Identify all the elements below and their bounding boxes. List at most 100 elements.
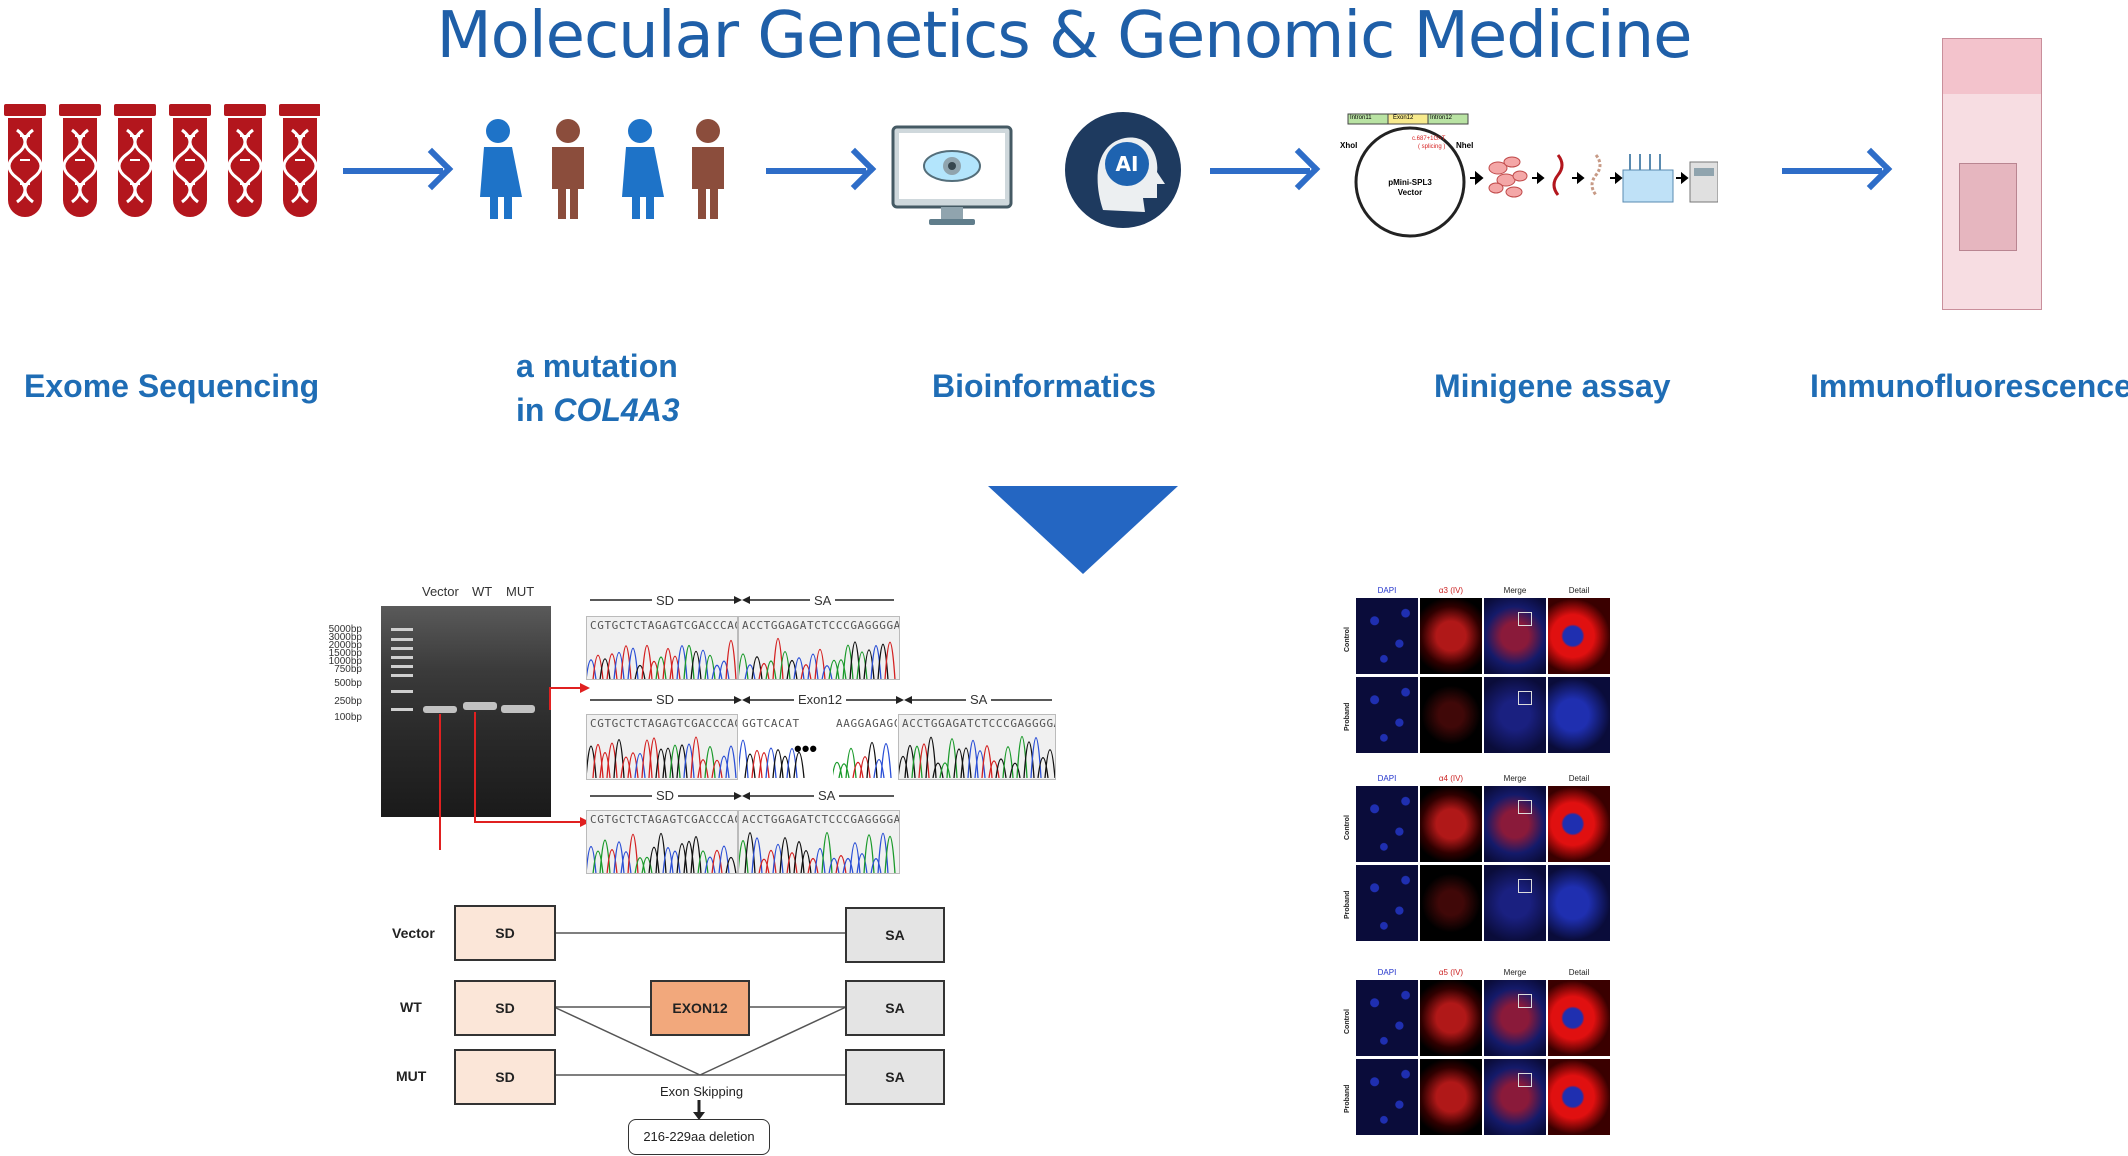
trace-peak (772, 749, 784, 779)
splice-row-label: WT (400, 999, 422, 1015)
trace-svg (739, 739, 805, 779)
trace-peak (599, 752, 611, 779)
step-label-minigene: Minigene assay (1434, 368, 1671, 404)
chromatogram: GGTCACAT (738, 714, 810, 780)
if-column-header: DAPI (1377, 774, 1397, 783)
sequence-text: AAGGAGAGCGG (836, 717, 897, 730)
trace-peak (718, 845, 730, 873)
step-label-bioinformatics: Bioinformatics (932, 368, 1157, 404)
trace-peak (974, 750, 986, 779)
if-image-dapi (1356, 865, 1418, 941)
trace-peak (669, 850, 681, 873)
trace-peak (704, 654, 716, 679)
trace-peak (592, 654, 604, 679)
if-image-detail (1548, 1059, 1610, 1135)
gel-marker-label: 3000bp (328, 632, 362, 643)
trace-peak (704, 745, 716, 779)
trace-peak (758, 858, 770, 873)
trace-peak (786, 748, 798, 779)
sd-label: SD (652, 788, 679, 803)
sd-box: SD (454, 1049, 556, 1105)
if-column-header: Detail (1568, 774, 1590, 783)
gel-marker-label: 250bp (334, 696, 362, 707)
trace-peak (911, 745, 923, 779)
trace-peak (620, 756, 632, 779)
trace-peak (877, 833, 889, 873)
if-row-label: Proband (1344, 702, 1351, 731)
trace-peak (627, 752, 639, 779)
trace-peak (683, 840, 695, 873)
trace-peak (690, 736, 702, 779)
trace-peak (662, 847, 674, 873)
trace-peak (856, 651, 868, 679)
sa-box: SA (845, 1049, 945, 1105)
trace-peak (786, 659, 798, 679)
gel-marker-label: 750bp (334, 664, 362, 675)
trace-peak (690, 651, 702, 679)
trace-peak (718, 660, 730, 679)
if-image-dapi (1356, 980, 1418, 1056)
dna-tube-icon (4, 104, 320, 217)
sequence-text: ACCTGGAGATCTCCCGAGGGGAC (742, 619, 900, 632)
trace-peak (953, 748, 965, 779)
trace-svg (833, 741, 892, 779)
family-icon (480, 119, 724, 219)
trace-peak (662, 647, 674, 679)
sequence-text: ACCTGGAGATCTCCCGAGGGGAC (742, 813, 900, 826)
if-row-label: Proband (1344, 1084, 1351, 1113)
trace-peak (744, 832, 756, 873)
trace-peak (866, 741, 878, 779)
trace-peak (842, 644, 854, 679)
ladder-band (391, 638, 413, 641)
trace-peak (669, 655, 681, 679)
svg-text:AI: AI (1116, 152, 1139, 176)
chromatogram: CGTGCTCTAGAGTCGACCCAGC (586, 810, 738, 874)
nhei-label: NheI (1456, 141, 1474, 150)
if-image-merge (1484, 865, 1546, 941)
trace-peak (648, 737, 660, 779)
slide-icon (1942, 38, 2042, 310)
ladder-band (391, 647, 413, 650)
gel-band-vector (423, 706, 457, 713)
if-column-header: α3 (IV) (1438, 586, 1464, 595)
trace-peak (793, 657, 805, 679)
if-image-dapi (1356, 598, 1418, 674)
sa-label: SA (966, 692, 992, 707)
trace-peak (884, 836, 896, 873)
trace-peak (1044, 749, 1055, 779)
gel-lane-label: WT (472, 584, 493, 599)
if-image-dapi (1356, 1059, 1418, 1135)
gel-lane-label: MUT (506, 584, 535, 599)
xhoi-label: XhoI (1340, 141, 1358, 150)
gel-marker-label: 1500bp (328, 648, 362, 659)
trace-peak (662, 747, 674, 779)
trace-peak (821, 665, 833, 679)
splice-row-label: Vector (392, 925, 435, 941)
trace-peak (634, 753, 646, 779)
trace-svg (899, 736, 1055, 779)
sa-box: SA (845, 980, 945, 1036)
if-column-header: Merge (1503, 968, 1527, 977)
trace-peak (880, 743, 892, 779)
trace-peak (859, 756, 871, 779)
trace-peak (627, 834, 639, 873)
trace-peak (779, 755, 791, 779)
trace-svg (739, 832, 896, 873)
trace-peak (704, 856, 716, 873)
intron11-label: Intron11 (1350, 115, 1372, 121)
if-column-header: Detail (1568, 586, 1590, 595)
ai-head-icon: AI (1065, 112, 1181, 228)
if-column-header: DAPI (1377, 586, 1397, 595)
gel-band-mut (501, 705, 535, 713)
trace-peak (918, 743, 930, 779)
trace-peak (838, 763, 850, 779)
step-label-mutation: a mutation in COL4A3 (516, 344, 680, 432)
trace-peak (592, 743, 604, 779)
dna-tube (114, 104, 156, 217)
trace-peak (711, 759, 723, 779)
trace-peak (814, 648, 826, 679)
ladder-band (391, 690, 413, 693)
mutation-line2: in COL4A3 (516, 388, 680, 432)
trace-peak (863, 649, 875, 679)
